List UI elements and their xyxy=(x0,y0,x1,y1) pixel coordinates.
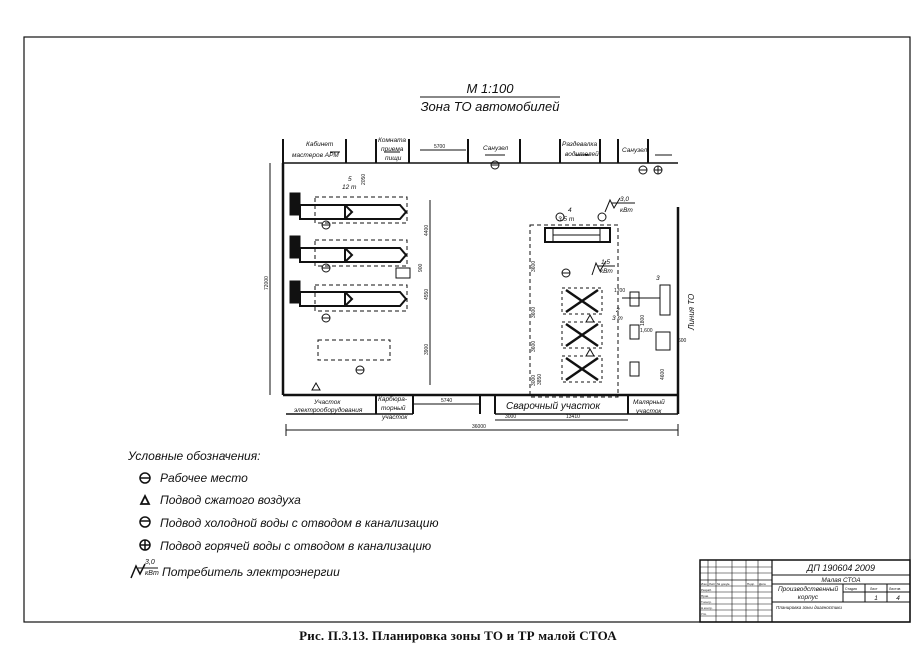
dim-left-1: 3600 xyxy=(531,261,537,272)
legend: Условные обозначения: Рабочее место Подв… xyxy=(127,449,439,579)
row-label-sign: Подп. xyxy=(747,582,755,586)
stage-label: Стадия xyxy=(845,587,857,591)
doc-code: ДП 190604 2009 xyxy=(806,563,875,573)
workplace-icon xyxy=(139,472,151,484)
room-master-office-2: мастеров АРМ xyxy=(292,152,339,159)
dim-overall-width: 36000 xyxy=(472,424,486,430)
legend-power-unit: кВт xyxy=(145,570,159,577)
room-changing-1: Раздевалка xyxy=(562,140,597,148)
room-master-office-1: Кабинет xyxy=(306,140,334,148)
people-label-5: Утв. xyxy=(701,612,707,616)
room-reception-3: пищи xyxy=(385,155,402,162)
figure-caption: Рис. П.3.13. Планировка зоны ТО и ТР мал… xyxy=(299,628,617,643)
legend-item-hot-water: Подвод горячей воды с отводом в канализа… xyxy=(160,539,431,553)
room-reception-1: Комната xyxy=(378,137,406,144)
dim-total-height: 72000 xyxy=(264,276,270,290)
dim-door-top: 5700 xyxy=(434,144,445,150)
title-block-text: ДП 190604 2009 Малая СТОА Производственн… xyxy=(701,563,901,616)
dim-small-b: 600 xyxy=(678,338,687,344)
sheets-label: Листов xyxy=(889,587,901,591)
item-4-label: 4 xyxy=(568,207,572,214)
drawing-heading: М 1:100 Зона ТО автомобилей xyxy=(420,81,560,114)
dim-right-post-3: 1,600 xyxy=(640,328,653,334)
power-consumer-icon xyxy=(130,563,158,579)
sheet-frame xyxy=(23,36,911,623)
load-35-label: 3.5 т xyxy=(558,216,575,223)
plan-labels: Кабинет мастеров АРМ Комната приема пищи… xyxy=(292,137,696,421)
legend-item-cold-water: Подвод холодной воды с отводом в канализ… xyxy=(160,516,439,530)
row-label-date: Дата xyxy=(759,582,766,586)
power-30-value: 3,0 xyxy=(620,196,629,203)
power-15-unit: кВт xyxy=(600,268,613,275)
power-30-unit: кВт xyxy=(620,207,633,214)
people-label-2: Пров. xyxy=(701,594,709,598)
room-carburetor-1: Карбюра- xyxy=(378,395,408,403)
section-name-2: корпус xyxy=(798,594,819,601)
people-label-1: Разраб. xyxy=(701,588,712,592)
load-3-label: 3 т xyxy=(612,315,623,322)
legend-item-power: Потребитель электроэнергии xyxy=(162,565,340,579)
legend-power-value: 3,0 xyxy=(145,559,155,566)
sheet-label: Лист xyxy=(870,587,878,591)
row-label-izm: Изм. xyxy=(701,582,708,586)
cold-water-icon xyxy=(139,516,151,528)
room-welding: Сварочный участок xyxy=(506,401,601,412)
row-label-doc: № докум. xyxy=(717,582,730,586)
item-2-label: 2 xyxy=(615,307,620,314)
legend-item-air: Подвод сжатого воздуха xyxy=(160,493,301,507)
dim-right-width: 13410 xyxy=(566,414,580,420)
plan-dimensions: 36000 72000 5700 5740 3000 13410 4400 45… xyxy=(264,144,687,430)
row-label-list: Лист xyxy=(709,582,716,586)
dim-right-post-2: 1800 xyxy=(640,315,646,326)
power-15-value: 1,5 xyxy=(601,259,610,266)
floor-plan xyxy=(269,139,680,436)
section-name-1: Производственный xyxy=(778,585,839,593)
zone-title: Зона ТО автомобилей xyxy=(421,99,560,114)
dim-welding-width: 3000 xyxy=(505,414,516,420)
dim-small-c: 4600 xyxy=(660,369,666,380)
project-name: Малая СТОА xyxy=(821,577,860,584)
dim-gap-bottom: 5740 xyxy=(441,398,452,404)
item-5-label: 5 xyxy=(348,176,352,183)
room-painting-2: участок xyxy=(635,408,662,415)
people-label-3: Т.контр. xyxy=(701,600,712,604)
sheets-number: 4 xyxy=(896,595,900,602)
room-changing-2: водителей xyxy=(565,150,599,158)
hot-water-icon xyxy=(139,539,151,551)
item-3-label: 3 xyxy=(656,275,660,282)
scale-label: М 1:100 xyxy=(467,81,515,96)
dim-left-3: 3600 xyxy=(531,341,537,352)
people-label-4: Н.контр. xyxy=(701,606,713,610)
dim-small-a: 2050 xyxy=(361,174,367,185)
dim-left-2: 3600 xyxy=(531,307,537,318)
legend-title: Условные обозначения: xyxy=(127,449,260,463)
line-to-label: Линия ТО xyxy=(687,294,696,331)
dim-right-post-1: 1700 xyxy=(614,288,625,294)
room-carburetor-2: торный xyxy=(381,404,406,412)
room-carburetor-3: участок xyxy=(381,414,408,421)
sheet-number: 1 xyxy=(874,595,878,602)
room-sanuzel-2: Санузел xyxy=(622,147,648,154)
room-reception-2: приема xyxy=(381,146,404,153)
load-12-label: 12 т xyxy=(342,184,357,191)
dim-bay-2: 4550 xyxy=(424,289,430,300)
dim-bay-1: 4400 xyxy=(424,225,430,236)
dim-bay-3: 3900 xyxy=(424,344,430,355)
room-sanuzel-1: Санузел xyxy=(483,145,509,152)
dim-small-d: 900 xyxy=(418,263,424,272)
dim-left-4: 3000 xyxy=(531,375,537,386)
compressed-air-icon xyxy=(139,493,151,505)
title-block xyxy=(699,559,911,623)
plan-name: Планировка зоны диагностики xyxy=(776,605,842,610)
dim-small-e: 3850 xyxy=(537,374,543,385)
room-electrical-1: Участок xyxy=(313,399,341,406)
legend-item-workplace: Рабочее место xyxy=(160,471,248,485)
room-painting-1: Малярный xyxy=(633,398,665,406)
room-electrical-2: электрооборудования xyxy=(294,406,363,414)
